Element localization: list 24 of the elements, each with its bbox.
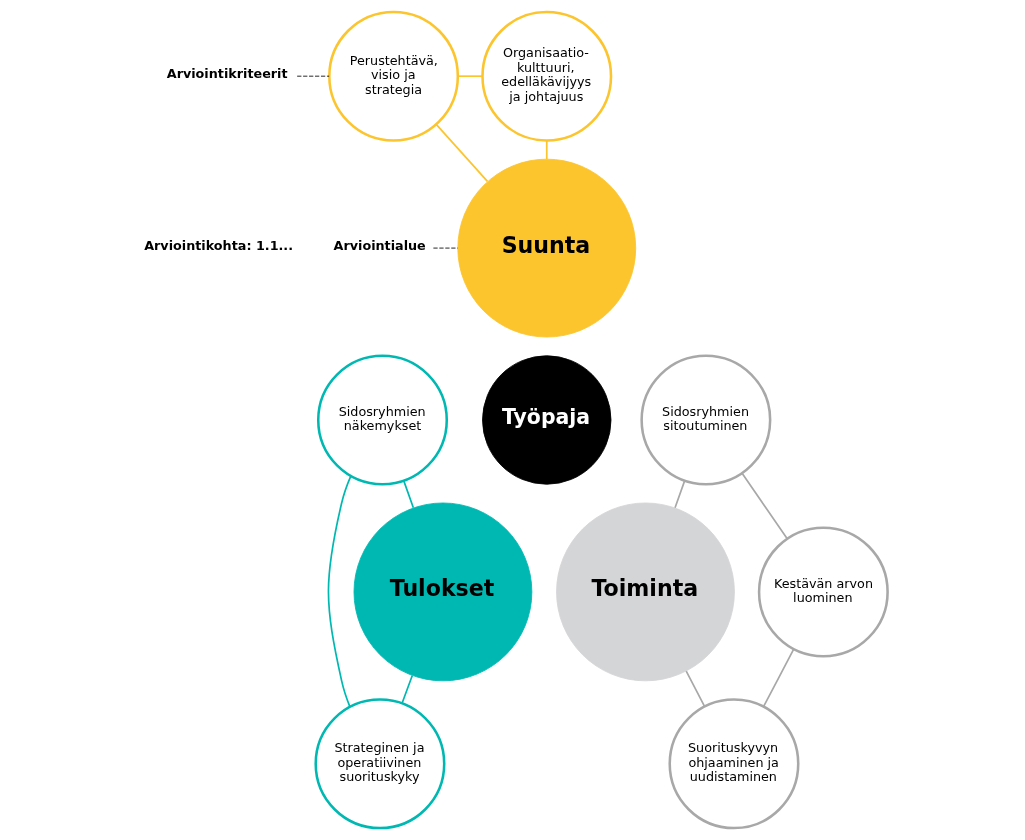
connector [457,75,484,78]
node-text: Arviointikriteerit [166,66,288,82]
node-circle: Organisaatio- kulttuuri, edelläkävijyys ja johtajuus [481,10,613,142]
node-circle: Toiminta [556,502,735,682]
node-circle: Tulokset [353,502,533,682]
connector [435,123,489,183]
label: Arviointikohta: 1.1... [144,238,294,254]
connector [674,480,686,509]
node-text: Arviointialue [333,238,426,254]
node-circle: Suorituskyvyn ohjaaminen ja uudistaminen [668,698,800,830]
connector [327,475,352,708]
node-circle: Sidosryhmien sitoutuminen [640,354,772,486]
node-circle: Perustehtävä, visio ja strategia [328,10,460,142]
node-circle: Sidosryhmien näkemykset [316,354,449,486]
node-circle: Työpaja [482,355,612,485]
connector [545,139,548,160]
connector [401,674,414,705]
connector [762,648,795,708]
connector [741,472,788,540]
node-circle: Kestävän arvon luominen [757,526,889,658]
node-circle: Suunta [457,158,637,338]
node-circle: Strateginen ja operatiivinen suorituskyky [314,698,446,830]
connector [402,480,415,509]
connector [685,670,706,708]
